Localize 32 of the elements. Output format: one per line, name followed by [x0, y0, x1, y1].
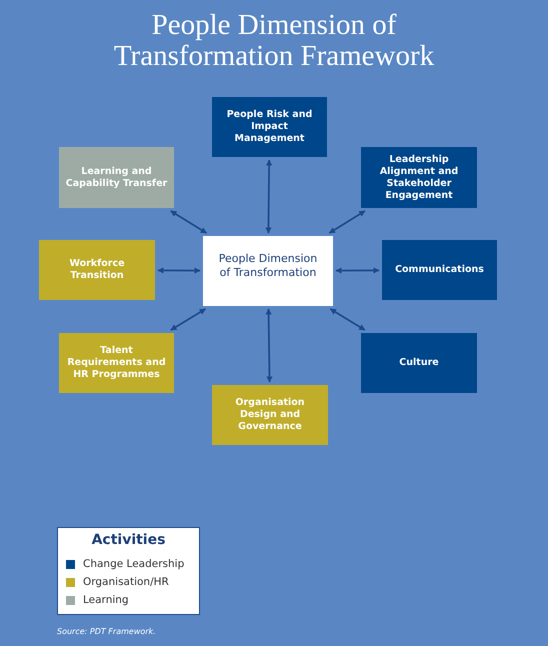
activity-box — [212, 97, 327, 157]
double-arrow — [170, 210, 207, 234]
double-arrow — [265, 308, 273, 383]
legend-title: Activities — [90, 532, 166, 548]
box-label: Culture — [399, 357, 439, 369]
activity-box — [39, 240, 155, 300]
title: People Dimension of Transformation Framework — [112, 10, 436, 72]
activity-box — [361, 147, 477, 208]
activity-box — [212, 385, 328, 445]
box-label: Organisation Design and Governance — [234, 397, 306, 433]
source-caption: Source: PDT Framework. — [57, 627, 156, 636]
activity-box — [59, 333, 174, 393]
double-arrow — [157, 267, 201, 274]
box-label: Talent Requirements and HR Programmes — [66, 345, 167, 381]
box-label: Communications — [395, 264, 484, 276]
legend-label: Change Leadership — [83, 558, 184, 570]
activity-box — [59, 147, 174, 208]
legend-label: Organisation/HR — [83, 576, 169, 588]
box-label: Learning and Capability Transfer — [64, 166, 168, 190]
double-arrow — [328, 210, 366, 234]
box-label: People Dimension of Transformation — [218, 252, 318, 281]
double-arrow — [330, 308, 366, 331]
activity-box — [382, 240, 497, 300]
legend-label: Learning — [83, 594, 129, 606]
box-label: Workforce Transition — [68, 258, 126, 282]
activity-box — [361, 333, 477, 393]
box-label: Leadership Alignment and Stakeholder Engagement — [378, 154, 460, 202]
center-box — [203, 236, 333, 306]
double-arrow — [170, 308, 206, 331]
double-arrow — [265, 159, 272, 234]
box-label: People Risk and Impact Management — [226, 109, 314, 145]
double-arrow — [335, 267, 380, 274]
